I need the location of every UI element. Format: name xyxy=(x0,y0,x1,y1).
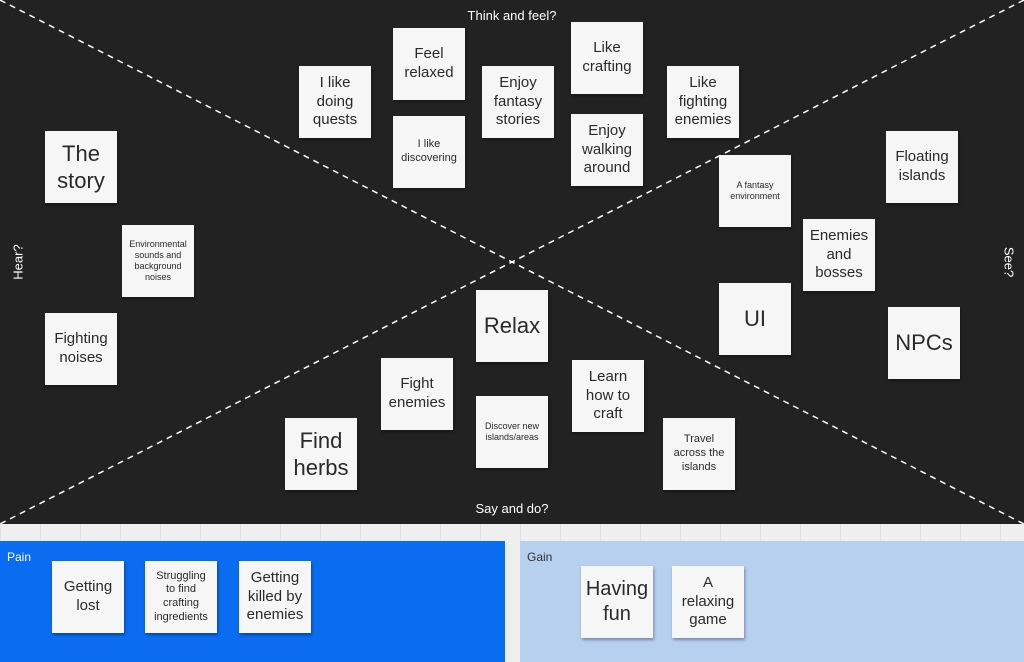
sticky-note[interactable]: Like crafting xyxy=(571,22,643,94)
gain-panel: Gain Having fun A relaxing game xyxy=(520,541,1024,662)
sticky-note[interactable]: Getting killed by enemies xyxy=(239,561,311,633)
sticky-note[interactable]: Like fighting enemies xyxy=(667,66,739,138)
sticky-note[interactable]: I like doing quests xyxy=(299,66,371,138)
sticky-note[interactable]: UI xyxy=(719,283,791,355)
pain-panel: Pain Getting lost Struggling to find cra… xyxy=(0,541,505,662)
sticky-note[interactable]: Travel across the islands xyxy=(663,418,735,490)
sticky-note[interactable]: Relax xyxy=(476,290,548,362)
sticky-note[interactable]: Feel relaxed xyxy=(393,28,465,100)
diagonal-line-2 xyxy=(0,0,1024,524)
sticky-note[interactable]: A fantasy environment xyxy=(719,155,791,227)
sticky-note[interactable]: NPCs xyxy=(888,307,960,379)
sticky-note[interactable]: Enjoy fantasy stories xyxy=(482,66,554,138)
see-label: See? xyxy=(1001,246,1017,278)
hear-label: Hear? xyxy=(10,244,26,280)
sticky-note[interactable]: Struggling to find crafting ingredients xyxy=(145,561,217,633)
gain-title: Gain xyxy=(527,550,553,564)
sticky-note[interactable]: Learn how to craft xyxy=(572,360,644,432)
say-do-label: Say and do? xyxy=(475,501,549,516)
sticky-note[interactable]: Find herbs xyxy=(285,418,357,490)
sticky-note[interactable]: Floating islands xyxy=(886,131,958,203)
sticky-note[interactable]: Fighting noises xyxy=(45,313,117,385)
sticky-note[interactable]: Getting lost xyxy=(52,561,124,633)
sticky-note[interactable]: Enemies and bosses xyxy=(803,219,875,291)
sticky-note[interactable]: Enjoy walking around xyxy=(571,114,643,186)
think-feel-label: Think and feel? xyxy=(467,8,557,23)
pain-title: Pain xyxy=(7,550,32,564)
sticky-note[interactable]: Having fun xyxy=(581,566,653,638)
empathy-map-board: Think and feel? Say and do? Hear? See? I… xyxy=(0,0,1024,524)
sticky-note[interactable]: Discover new islands/areas xyxy=(476,396,548,468)
sticky-note[interactable]: A relaxing game xyxy=(672,566,744,638)
quadrant-diagonals xyxy=(0,0,1024,524)
sticky-note[interactable]: Fight enemies xyxy=(381,358,453,430)
sticky-note[interactable]: The story xyxy=(45,131,117,203)
sticky-note[interactable]: I like discovering xyxy=(393,116,465,188)
sticky-note[interactable]: Environmental sounds and background nois… xyxy=(122,225,194,297)
